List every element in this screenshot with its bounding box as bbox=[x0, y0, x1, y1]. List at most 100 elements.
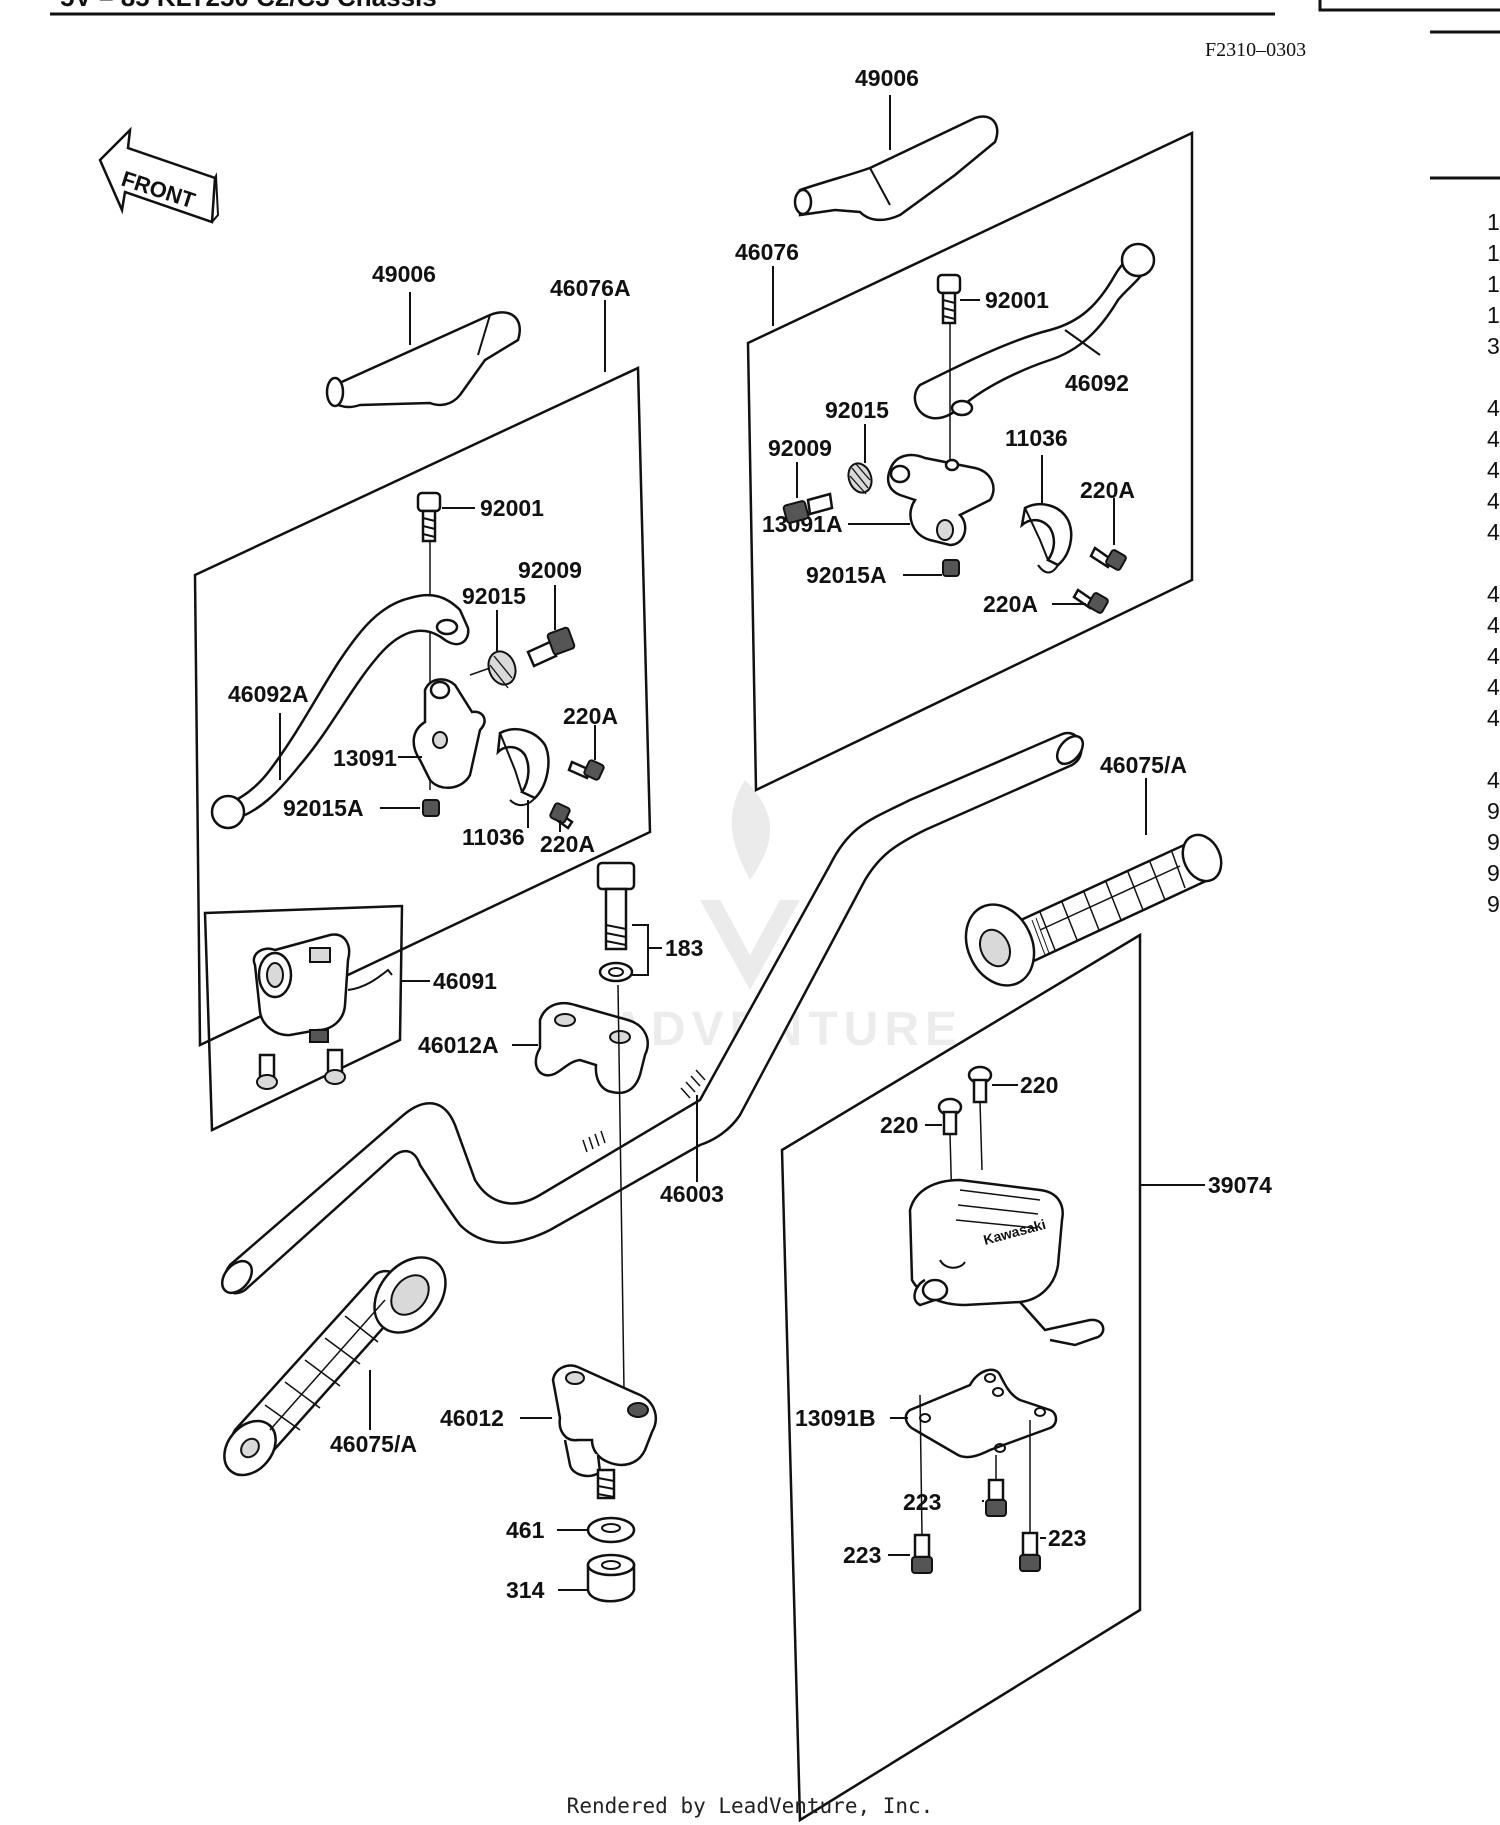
holder-bolt bbox=[596, 861, 636, 983]
lock-nut-left bbox=[422, 799, 440, 817]
clamp-screw-right-2 bbox=[1072, 588, 1109, 614]
callout-11036-left: 11036 bbox=[462, 824, 525, 850]
callout-220-b: 220 bbox=[880, 1112, 918, 1138]
callout-92015-left: 92015 bbox=[462, 583, 526, 609]
svg-text:9: 9 bbox=[1487, 829, 1500, 855]
callout-46091: 46091 bbox=[433, 968, 497, 994]
bracket-screw-1 bbox=[985, 1478, 1007, 1517]
callout-46012: 46012 bbox=[440, 1405, 504, 1431]
callout-220A-right-2: 220A bbox=[983, 591, 1038, 617]
switch-screw-1 bbox=[256, 1053, 278, 1090]
adjuster-bolt-left bbox=[526, 626, 576, 668]
callout-220A-right-1: 220A bbox=[1080, 477, 1135, 503]
callout-46075A-left: 46075/A bbox=[330, 1431, 417, 1457]
callout-39074: 39074 bbox=[1208, 1172, 1272, 1198]
callout-220A-left-2: 220A bbox=[540, 831, 595, 857]
clamp-screw-left-2 bbox=[549, 802, 574, 830]
svg-text:1: 1 bbox=[1487, 240, 1500, 266]
svg-text:4: 4 bbox=[1487, 395, 1500, 421]
svg-text:4: 4 bbox=[1487, 457, 1500, 483]
svg-text:4: 4 bbox=[1487, 643, 1500, 669]
svg-text:9: 9 bbox=[1487, 798, 1500, 824]
throttle-cover-screw-2 bbox=[937, 1097, 963, 1136]
svg-text:9: 9 bbox=[1487, 891, 1500, 917]
svg-text:3: 3 bbox=[1487, 333, 1500, 359]
svg-text:4: 4 bbox=[1487, 705, 1500, 731]
lever-guard-top bbox=[793, 115, 999, 222]
callout-92015A-right: 92015A bbox=[806, 562, 887, 588]
header-bar: 5V – 85 KLT250 C2/C3 Chassis bbox=[50, 0, 1500, 180]
switch-screw-2 bbox=[324, 1048, 346, 1085]
callout-92009-left: 92009 bbox=[518, 557, 582, 583]
adjuster-nut-left bbox=[487, 650, 517, 689]
lever-clamp-right bbox=[1020, 503, 1073, 574]
svg-text:1: 1 bbox=[1487, 302, 1500, 328]
callout-46092A: 46092A bbox=[228, 681, 309, 707]
lower-bar-holder bbox=[551, 1364, 657, 1500]
bracket-screw-3 bbox=[1019, 1531, 1041, 1572]
grip-right bbox=[964, 833, 1223, 987]
lock-washer bbox=[586, 1516, 636, 1544]
clamp-screw-right-1 bbox=[1089, 546, 1127, 571]
callout-223-c: 223 bbox=[1048, 1525, 1086, 1551]
right-lever-assembly-box bbox=[746, 131, 1194, 792]
svg-text:4: 4 bbox=[1487, 674, 1500, 700]
pivot-bolt-left bbox=[416, 491, 442, 543]
svg-text:4: 4 bbox=[1487, 767, 1500, 793]
svg-text:4: 4 bbox=[1487, 519, 1500, 545]
svg-text:9: 9 bbox=[1487, 860, 1500, 886]
throttle-bracket bbox=[904, 1368, 1058, 1459]
front-arrow-icon: FRONT bbox=[98, 126, 220, 224]
callout-183: 183 bbox=[665, 935, 703, 961]
svg-text:4: 4 bbox=[1487, 612, 1500, 638]
lever-guard-left bbox=[325, 311, 521, 409]
throttle-assembly-box bbox=[780, 932, 1142, 1823]
callout-92009-right: 92009 bbox=[768, 435, 832, 461]
callout-13091B: 13091B bbox=[795, 1405, 876, 1431]
pivot-bolt-right bbox=[936, 273, 962, 325]
svg-text:4: 4 bbox=[1487, 426, 1500, 452]
callout-223-b: 223 bbox=[843, 1542, 881, 1568]
left-lever-assembly-box bbox=[193, 366, 652, 1047]
handlebar bbox=[220, 731, 1085, 1295]
handlebar-switch bbox=[252, 933, 393, 1043]
diagram-code: F2310–0303 bbox=[1205, 39, 1306, 61]
switch-assembly-box bbox=[203, 904, 404, 1132]
lever-clamp-left bbox=[496, 728, 550, 806]
header-title: 5V – 85 KLT250 C2/C3 Chassis bbox=[60, 0, 437, 12]
callout-220-a: 220 bbox=[1020, 1072, 1058, 1098]
holder-nut bbox=[586, 1553, 636, 1603]
right-edge-index-fragments: 1 1 1 1 3 4 4 4 4 4 4 4 4 4 4 4 9 9 9 9 bbox=[1487, 209, 1500, 917]
callout-46003: 46003 bbox=[660, 1181, 724, 1207]
svg-text:1: 1 bbox=[1487, 209, 1500, 235]
callout-220A-left-1: 220A bbox=[563, 703, 618, 729]
watermark-logo bbox=[700, 780, 800, 990]
svg-text:1: 1 bbox=[1487, 271, 1500, 297]
callout-46092: 46092 bbox=[1065, 370, 1129, 396]
callout-92001-left: 92001 bbox=[480, 495, 544, 521]
clamp-screw-left-1 bbox=[567, 759, 605, 781]
callout-11036-right: 11036 bbox=[1005, 425, 1068, 451]
callout-13091: 13091 bbox=[333, 745, 397, 771]
throttle-housing: Kawasaki bbox=[908, 1178, 1105, 1347]
callout-92015A-left: 92015A bbox=[283, 795, 364, 821]
callout-49006-left: 49006 bbox=[372, 261, 436, 287]
svg-text:4: 4 bbox=[1487, 488, 1500, 514]
callout-46075A-right: 46075/A bbox=[1100, 752, 1187, 778]
callout-46012A: 46012A bbox=[418, 1032, 499, 1058]
callout-461: 461 bbox=[506, 1517, 545, 1543]
callout-223-a: 223 bbox=[903, 1489, 941, 1515]
grip-left bbox=[223, 1256, 447, 1477]
adjuster-nut-right bbox=[847, 462, 873, 495]
callout-46076A: 46076A bbox=[550, 275, 631, 301]
svg-text:4: 4 bbox=[1487, 581, 1500, 607]
adjuster-bolt-right bbox=[782, 492, 834, 524]
callout-49006-top: 49006 bbox=[855, 65, 919, 91]
lever-bracket-right bbox=[886, 453, 995, 547]
lever-bracket-left bbox=[412, 678, 486, 789]
callout-314: 314 bbox=[506, 1577, 545, 1603]
callout-92001-right: 92001 bbox=[985, 287, 1049, 313]
brake-lever-left bbox=[210, 593, 470, 830]
